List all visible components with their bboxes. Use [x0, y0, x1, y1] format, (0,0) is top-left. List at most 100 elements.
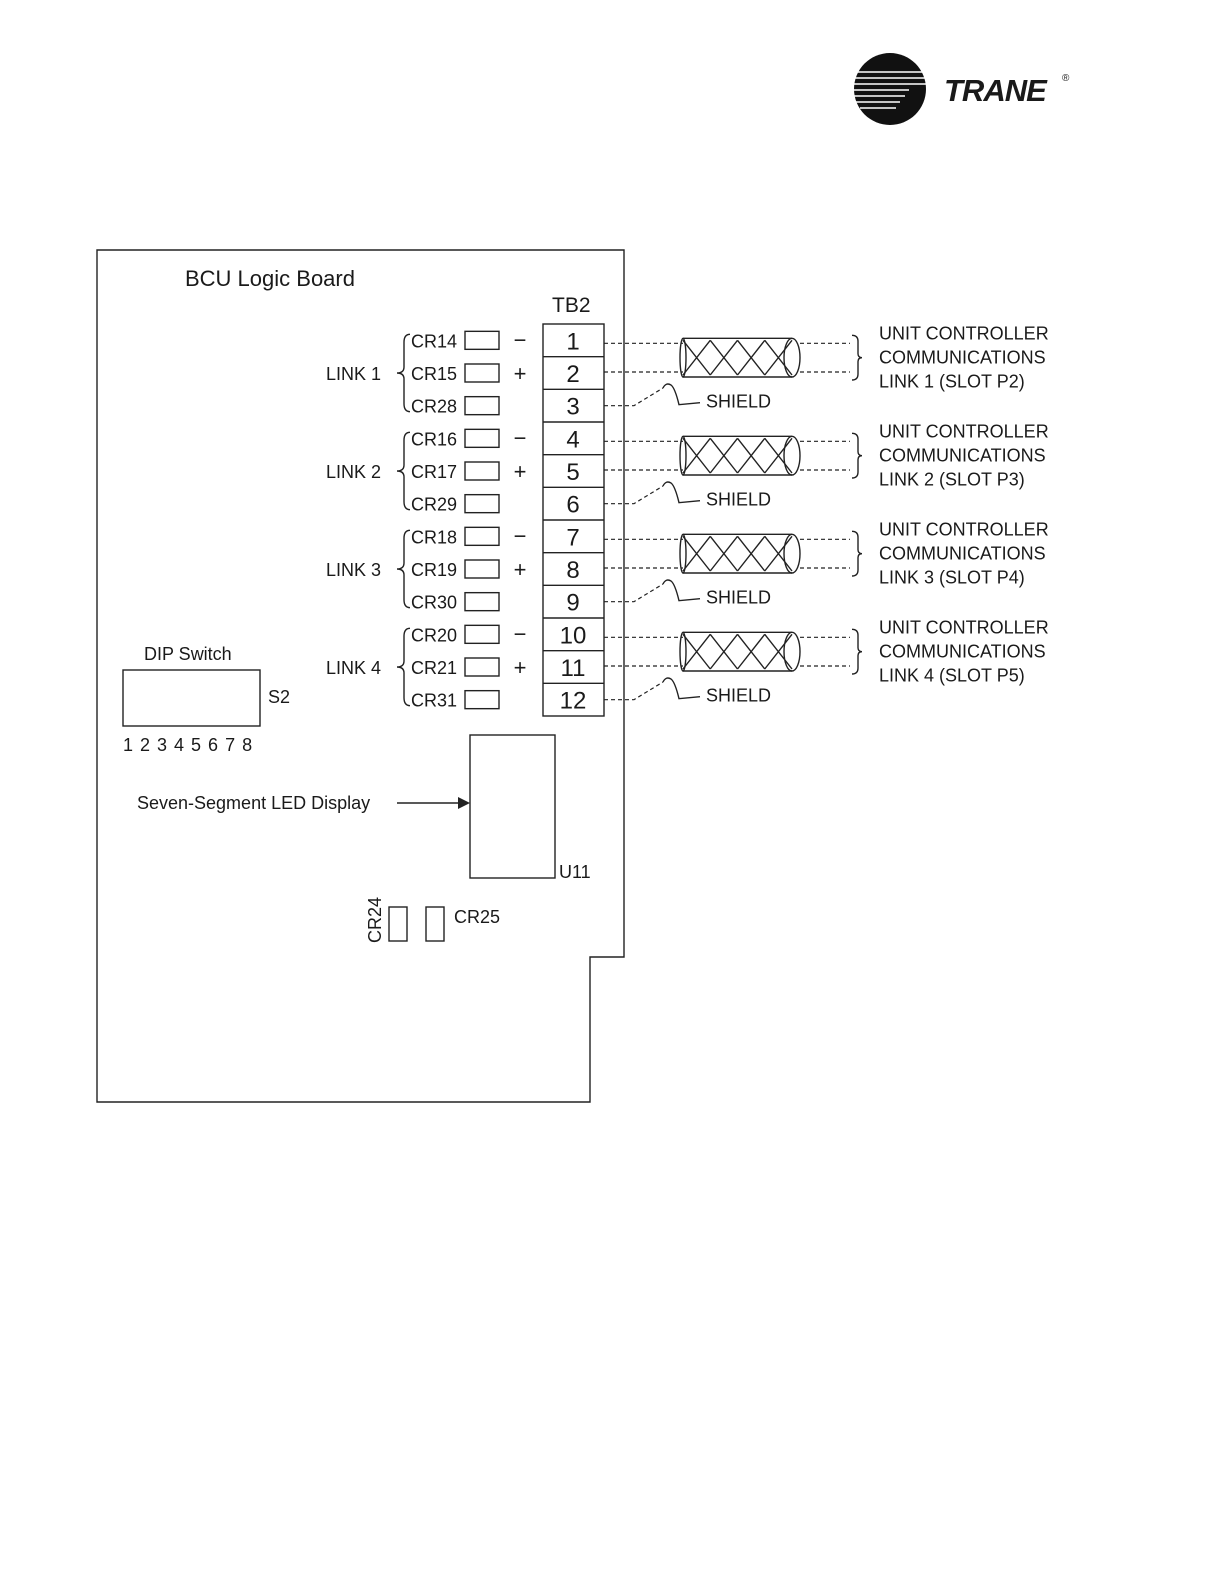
cable-twist: [682, 633, 793, 670]
destination-brace: [851, 530, 863, 577]
link-brace: [396, 431, 411, 511]
link-brace: [396, 627, 411, 707]
polarity-plus: +: [514, 459, 527, 484]
destination-label: UNIT CONTROLLER: [879, 421, 1049, 441]
led-cr24-label: CR24: [365, 897, 385, 943]
led-label: CR16: [411, 429, 457, 449]
seven-segment-ref: U11: [559, 862, 591, 882]
destination-brace: [851, 432, 863, 479]
destination-label: UNIT CONTROLLER: [879, 519, 1049, 539]
dip-switch-positions: 1 2 3 4 5 6 7 8: [123, 735, 253, 755]
destination-label: LINK 1 (SLOT P2): [879, 371, 1025, 391]
board-title: BCU Logic Board: [185, 266, 355, 291]
led-label: CR29: [411, 495, 457, 515]
terminal-number: 10: [560, 622, 587, 649]
led-label: CR30: [411, 593, 457, 613]
shield-wire: [604, 583, 664, 603]
destination-brace: [851, 628, 863, 675]
led-indicator: [464, 428, 500, 449]
board-outline: [96, 249, 625, 1103]
led-cr25-label: CR25: [454, 907, 500, 927]
destination-label: UNIT CONTROLLER: [879, 617, 1049, 637]
trane-logo-stripes: [854, 71, 926, 109]
cable-end-right: [783, 631, 801, 672]
destination-label: COMMUNICATIONS: [879, 641, 1046, 661]
link-label: LINK 1: [326, 364, 381, 384]
terminal-number: 4: [566, 426, 579, 453]
polarity-minus: −: [514, 621, 527, 646]
cable-jacket: [683, 337, 792, 378]
terminal-block-label: TB2: [552, 294, 591, 317]
led-label: CR14: [411, 331, 457, 351]
polarity-plus: +: [514, 655, 527, 680]
link-brace: [396, 529, 411, 609]
polarity-minus: −: [514, 425, 527, 450]
led-indicator: [464, 657, 500, 677]
seven-segment-body: [469, 734, 556, 879]
led-cr25: [425, 906, 445, 942]
dip-switch-body[interactable]: [122, 669, 261, 727]
led-label: CR18: [411, 527, 457, 547]
link-label: LINK 3: [326, 560, 381, 580]
polarity-minus: −: [514, 327, 527, 352]
terminal-number: 5: [566, 459, 579, 486]
destination-label: LINK 2 (SLOT P3): [879, 469, 1025, 489]
shield-drain: [662, 481, 701, 504]
cable-end-left: [679, 533, 687, 574]
cable-twist: [682, 339, 793, 376]
shield-drain: [662, 579, 701, 602]
bottom-leds: CR24 CR25: [365, 897, 500, 943]
led-indicator: [464, 330, 500, 351]
led-indicator: [464, 461, 500, 481]
link-label: LINK 4: [326, 658, 381, 678]
terminal-number: 7: [566, 524, 579, 551]
destination-brace: [851, 334, 863, 381]
shield-drain: [662, 383, 701, 406]
terminal-number: 9: [566, 590, 579, 617]
terminal-number: 3: [566, 394, 579, 421]
terminal-number: 8: [566, 557, 579, 584]
led-indicator: [464, 689, 500, 710]
destination-label: COMMUNICATIONS: [879, 445, 1046, 465]
shield-wire: [604, 485, 664, 505]
cable-twist: [682, 437, 793, 474]
cable-twist: [682, 535, 793, 572]
shield-label: SHIELD: [706, 588, 771, 608]
led-cr24: [388, 906, 408, 942]
destination-label: COMMUNICATIONS: [879, 347, 1046, 367]
destination-label: LINK 4 (SLOT P5): [879, 665, 1025, 685]
trane-logo: TRANE ®: [854, 53, 1070, 125]
polarity-plus: +: [514, 557, 527, 582]
cable-end-right: [783, 435, 801, 476]
cable-end-left: [679, 435, 687, 476]
terminal-dividers: [543, 355, 604, 685]
led-label: CR28: [411, 397, 457, 417]
link-label: LINK 2: [326, 462, 381, 482]
led-indicator: [464, 559, 500, 579]
seven-segment-pointer-arrow: [458, 797, 470, 809]
destination-label: UNIT CONTROLLER: [879, 323, 1049, 343]
trane-logo-emblem: [854, 53, 926, 125]
cable-jacket: [683, 631, 792, 672]
link-brace: [396, 333, 411, 413]
shield-label: SHIELD: [706, 686, 771, 706]
seven-segment-display: Seven-Segment LED Display U11: [137, 734, 591, 882]
led-indicator: [464, 493, 500, 514]
dip-switch: DIP Switch S2 1 2 3 4 5 6 7 8: [122, 644, 290, 755]
trane-logo-text: TRANE: [944, 73, 1048, 108]
led-label: CR15: [411, 364, 457, 384]
terminal-number: 1: [566, 328, 579, 355]
trane-logo-registered: ®: [1062, 73, 1070, 84]
cable-end-right: [783, 337, 801, 378]
led-label: CR31: [411, 691, 457, 711]
led-indicator: [464, 526, 500, 547]
shield-drain: [662, 677, 701, 700]
shield-wire: [604, 681, 664, 701]
